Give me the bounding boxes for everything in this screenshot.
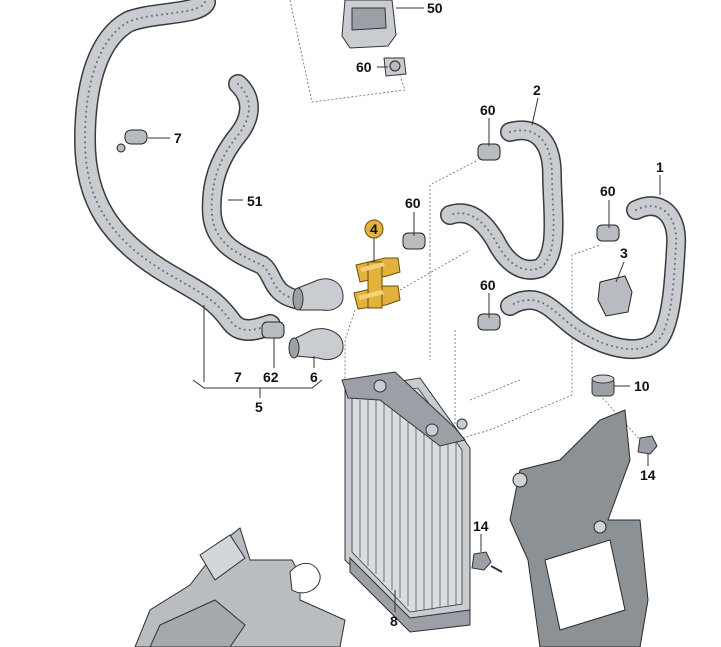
radiator-part-8 — [341, 371, 471, 633]
callout-2: 2 — [533, 82, 541, 98]
radiator-core-fins — [359, 393, 457, 612]
rubber-mount-part-10 — [591, 374, 615, 397]
callout-51: 51 — [247, 193, 263, 209]
coolant-housing-part-50 — [341, 0, 407, 77]
hose-2 — [440, 120, 564, 280]
callout-10: 10 — [634, 378, 650, 394]
callout-14-right: 14 — [640, 467, 656, 483]
callout-60-top: 60 — [356, 59, 372, 75]
callout-62: 62 — [263, 369, 279, 385]
hose-clamp-60-c — [596, 224, 620, 242]
callout-60-lower: 60 — [480, 277, 496, 293]
twin-pipe-connector-part-4 — [353, 257, 401, 310]
air-guide-shroud — [134, 527, 346, 647]
callout-3: 3 — [620, 245, 628, 261]
hose-elbow-fitting-6 — [288, 328, 344, 360]
hose-elbow-fitting-upper — [292, 278, 344, 311]
callout-7-bottom: 7 — [234, 369, 242, 385]
callout-14-lower: 14 — [473, 518, 489, 534]
callout-50: 50 — [427, 0, 443, 16]
hose-clip-7 — [116, 129, 148, 153]
assembly-guide-lines — [289, 0, 641, 441]
callout-4-marker: 4 — [364, 219, 384, 239]
hose-holder-part-3 — [597, 275, 633, 317]
callout-4: 4 — [370, 221, 378, 237]
nut-part-14-lower — [471, 551, 503, 573]
callout-labels: 50 60 7 51 60 2 60 1 60 3 4 60 7 62 6 5 … — [174, 0, 664, 629]
radiator-mounting-frame — [509, 409, 649, 647]
hose-long-left — [74, 0, 281, 341]
callout-1: 1 — [656, 159, 664, 175]
callout-60-right: 60 — [600, 183, 616, 199]
callout-8: 8 — [390, 613, 398, 629]
hose-51 — [201, 74, 310, 310]
nut-part-14-right — [637, 435, 658, 455]
leader-lines — [148, 7, 661, 612]
hose-1 — [500, 196, 687, 360]
callout-6: 6 — [310, 369, 318, 385]
hose-clamp-62 — [261, 321, 285, 339]
callout-60-hose2: 60 — [480, 102, 496, 118]
callout-60-mid: 60 — [405, 195, 421, 211]
hose-clamp-60-a — [477, 143, 501, 161]
callout-7-clip: 7 — [174, 130, 182, 146]
callout-5: 5 — [255, 399, 263, 415]
